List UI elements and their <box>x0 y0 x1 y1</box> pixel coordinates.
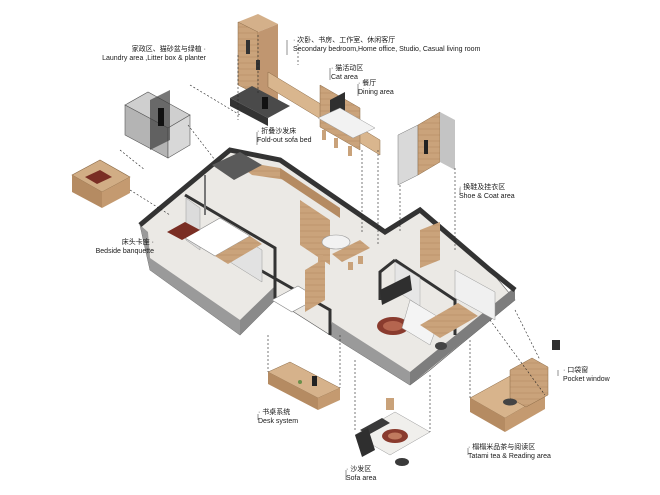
label-laundry: 家政区、猫砂盆与绿植 · Laundry area ,Litter box & … <box>82 45 206 63</box>
label-secondary-en: Secondary bedroom,Home office, Studio, C… <box>293 46 481 53</box>
label-sofa-en: Sofa area <box>346 475 377 482</box>
label-pocket: · 口袋窗 Pocket window <box>563 366 610 384</box>
label-foldout: · 折叠沙发床 Fold-out sofa bed <box>257 127 311 145</box>
label-sofa: · 沙发区 Sofa area <box>346 465 376 483</box>
label-tatami: · 榻榻米品茶与阅读区 Tatami tea & Reading area <box>468 443 551 461</box>
label-pocket-en: Pocket window <box>563 376 610 383</box>
label-desk-en: Desk system <box>258 418 299 425</box>
label-shoe: · 换鞋及挂衣区 Shoe & Coat area <box>459 183 515 201</box>
leader-lines <box>256 40 559 480</box>
sofa-component <box>354 398 431 466</box>
tatami-component <box>469 340 560 432</box>
guide-lines <box>119 35 546 432</box>
label-bedside-zh: 床头卡座 · <box>121 239 154 246</box>
label-dining-en: Dining area <box>358 89 394 96</box>
label-desk-zh: · 书桌系统 <box>258 409 291 416</box>
shoe-coat-component <box>397 111 455 186</box>
label-cat-zh: · 猫活动区 <box>331 65 364 72</box>
label-laundry-zh: 家政区、猫砂盆与绿植 · <box>131 46 206 53</box>
label-cat: · 猫活动区 Cat area <box>331 64 363 82</box>
desk-system <box>267 361 341 410</box>
label-shoe-zh: · 换鞋及挂衣区 <box>459 184 506 191</box>
label-tatami-en: Tatami tea & Reading area <box>468 453 551 460</box>
label-dining: · 餐厅 Dining area <box>358 79 394 97</box>
label-bedside-en: Bedside banquette <box>95 248 154 255</box>
label-secondary: · 次卧、书房、工作室、休闲客厅 Secondary bedroom,Home … <box>293 36 480 54</box>
label-secondary-zh: · 次卧、书房、工作室、休闲客厅 <box>293 37 396 44</box>
label-foldout-en: Fold-out sofa bed <box>257 137 312 144</box>
label-bedside: 床头卡座 · Bedside banquette <box>60 238 154 256</box>
label-sofa-zh: · 沙发区 <box>346 466 372 473</box>
label-shoe-en: Shoe & Coat area <box>459 193 515 200</box>
foldout-sofa <box>230 86 290 126</box>
label-pocket-zh: · 口袋窗 <box>563 367 589 374</box>
main-floorplan <box>138 147 517 386</box>
laundry-block <box>124 90 191 159</box>
label-tatami-zh: · 榻榻米品茶与阅读区 <box>468 444 536 451</box>
label-laundry-en: Laundry area ,Litter box & planter <box>102 55 206 62</box>
bedside-banquette <box>71 159 131 208</box>
label-dining-zh: · 餐厅 <box>358 80 377 87</box>
label-cat-en: Cat area <box>331 74 358 81</box>
label-desk: · 书桌系统 Desk system <box>258 408 298 426</box>
dining-set <box>317 107 376 156</box>
label-foldout-zh: · 折叠沙发床 <box>257 128 297 135</box>
